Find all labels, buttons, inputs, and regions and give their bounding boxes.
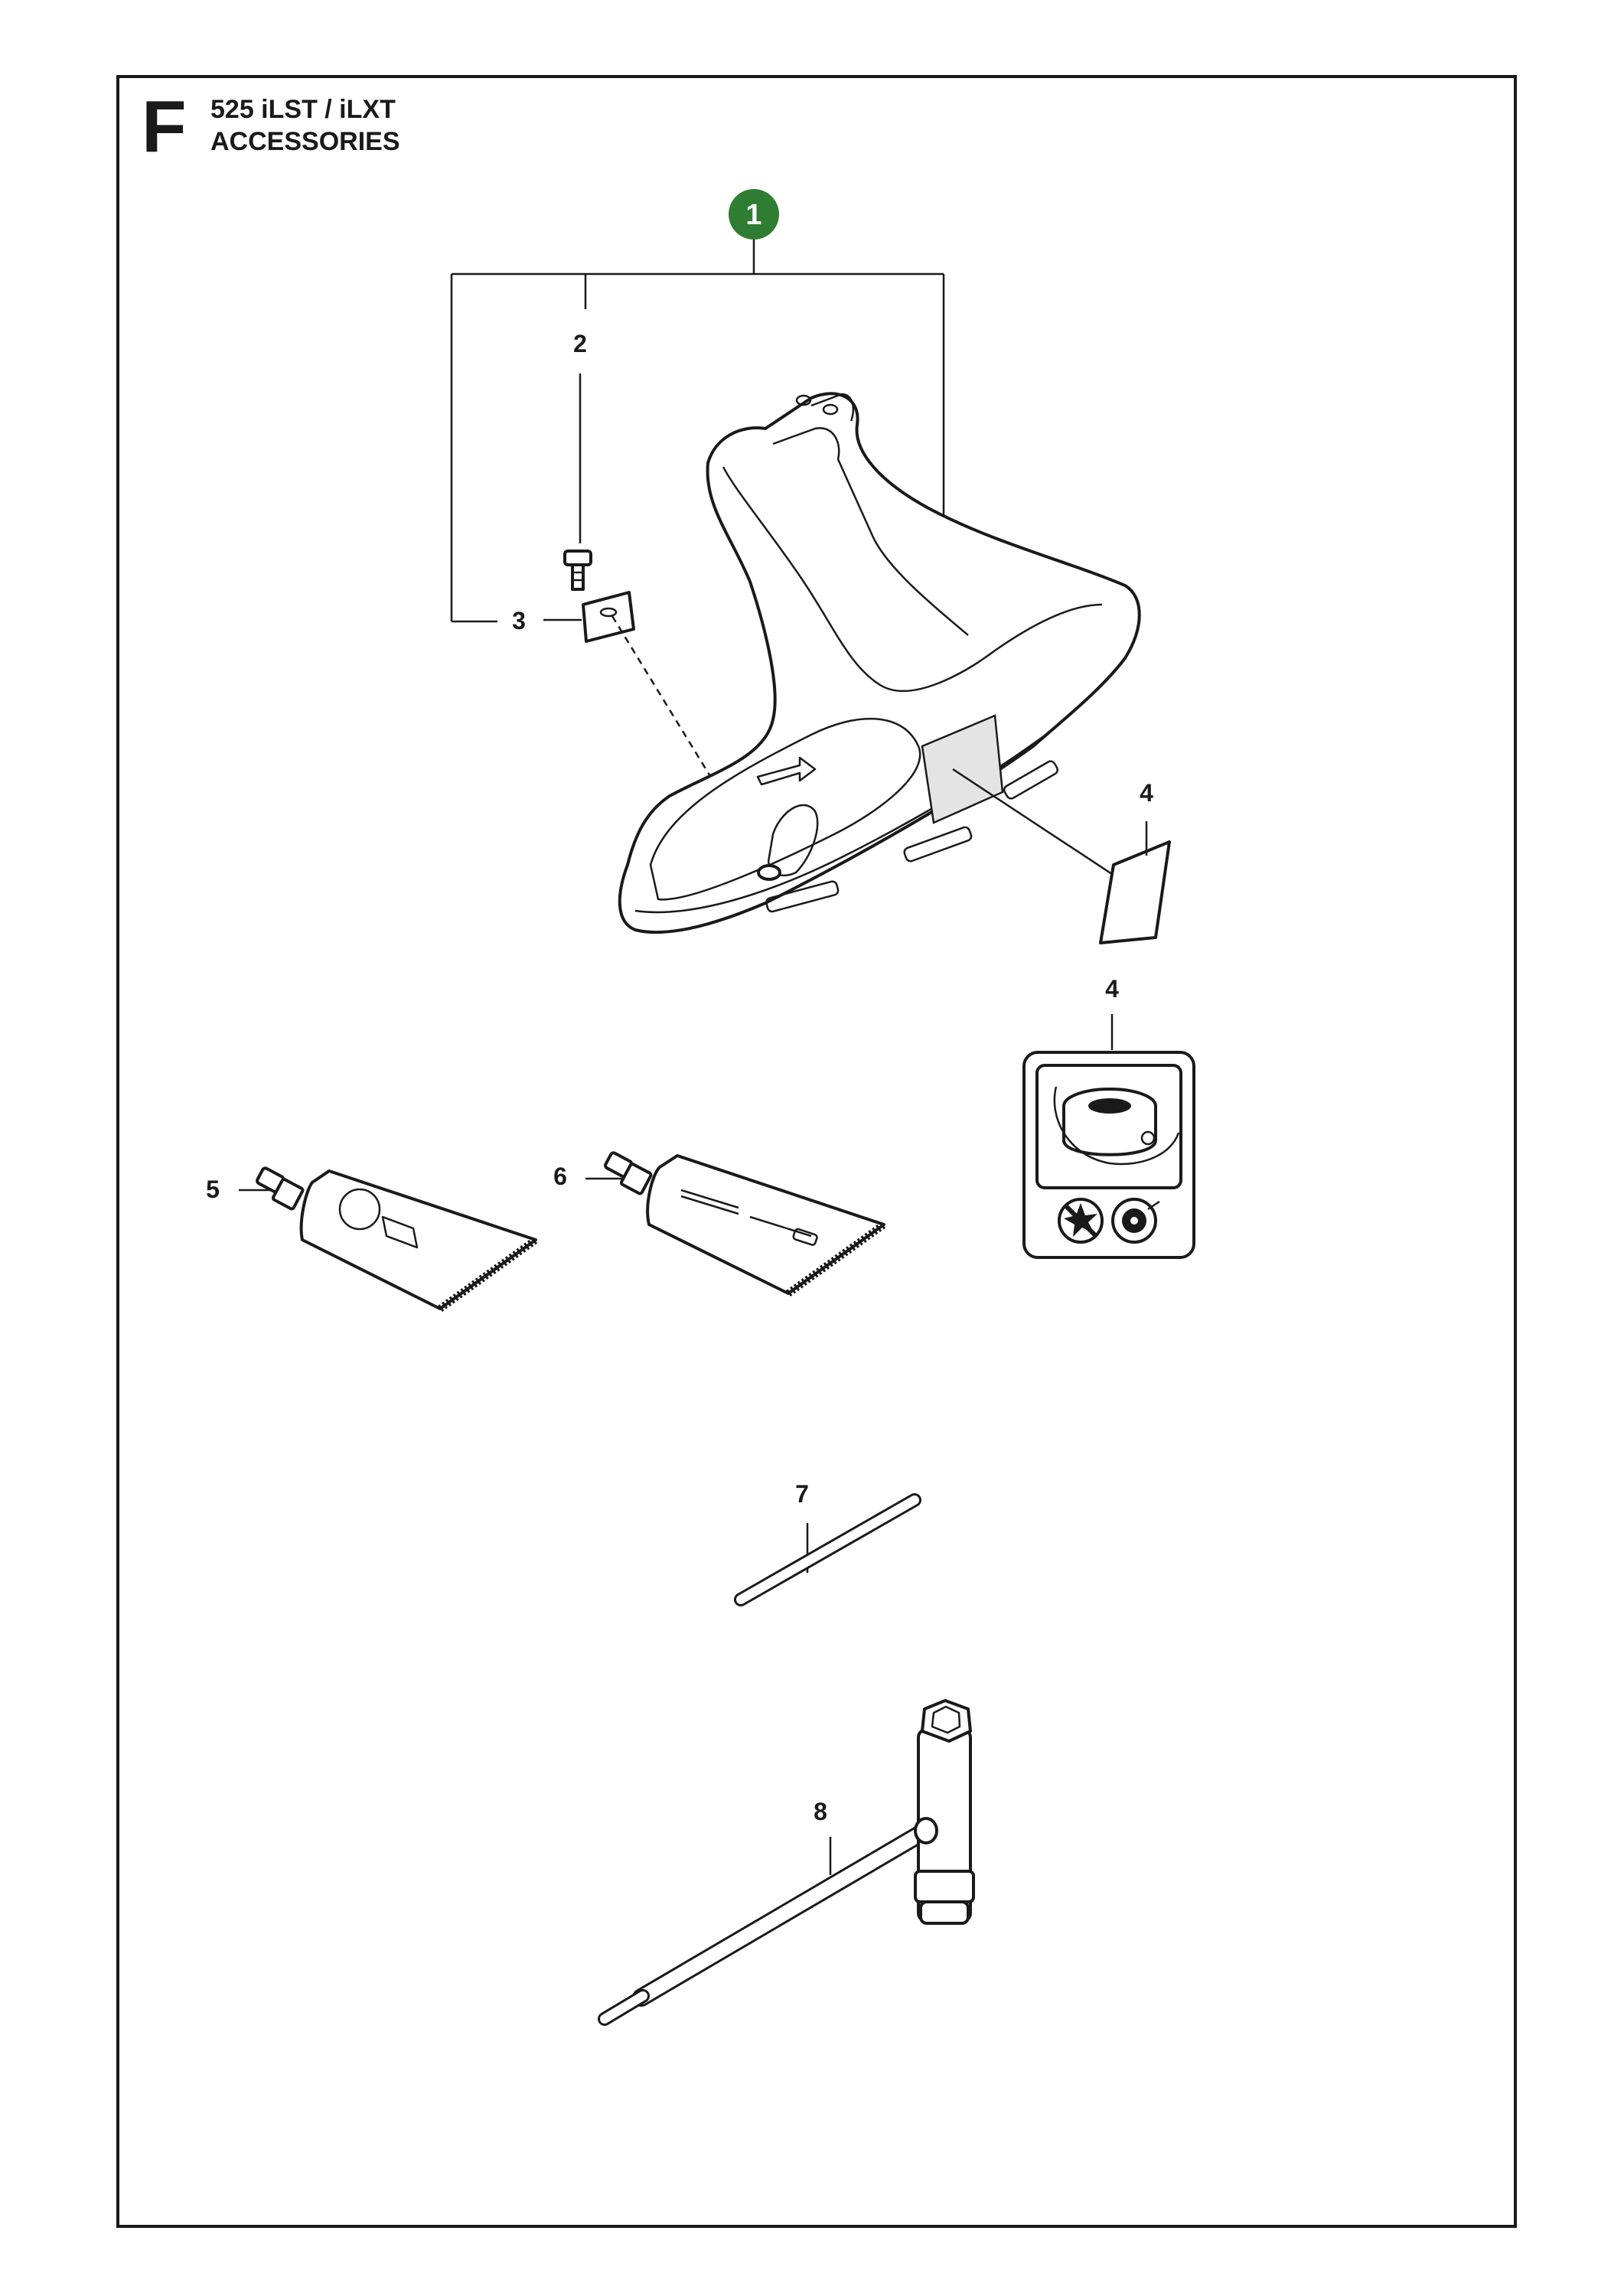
trimmer-head-symbol-icon bbox=[1111, 1198, 1160, 1244]
locking-pin bbox=[734, 1493, 921, 1606]
section-title: ACCESSORIES bbox=[210, 127, 400, 156]
model-title: 525 iLST / iLXT bbox=[210, 95, 396, 124]
callout-8: 8 bbox=[814, 1798, 827, 1825]
callout-4-label: 4 bbox=[1105, 975, 1119, 1003]
page-frame bbox=[116, 75, 1517, 2228]
callout-7: 7 bbox=[795, 1480, 809, 1508]
decal-leader-line bbox=[952, 768, 1120, 880]
grease-tube-b bbox=[604, 1151, 886, 1297]
plate-part bbox=[582, 591, 635, 643]
callout-6: 6 bbox=[553, 1163, 567, 1190]
kit-badge-circle bbox=[729, 189, 779, 240]
grease-tube-a bbox=[256, 1166, 538, 1313]
decal-part bbox=[1099, 840, 1171, 944]
callout-4-guard: 4 bbox=[1140, 779, 1153, 807]
kit-badge: 1 bbox=[729, 189, 779, 240]
callout-5: 5 bbox=[206, 1176, 220, 1203]
trimmer-head-decal-icon bbox=[1053, 1086, 1180, 1166]
combination-wrench bbox=[598, 1699, 975, 2026]
kit-bracket bbox=[450, 240, 945, 623]
no-blade-symbol-icon bbox=[1058, 1198, 1104, 1244]
trimmer-guard bbox=[618, 392, 1141, 934]
bolt-part bbox=[563, 550, 592, 591]
callout-3: 3 bbox=[512, 607, 526, 634]
section-letter: F bbox=[142, 86, 187, 168]
decal-label bbox=[1022, 1051, 1195, 1259]
callout-2: 2 bbox=[573, 330, 587, 357]
kit-badge-number: 1 bbox=[745, 199, 761, 231]
